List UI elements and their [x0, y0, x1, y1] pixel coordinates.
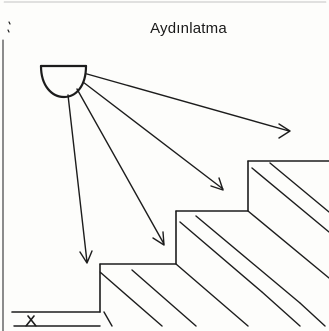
- staircase: [11, 160, 329, 327]
- diagram-title: Aydınlatma: [150, 20, 227, 37]
- light-ray-2: [76, 88, 165, 246]
- light-ray-1: [67, 94, 93, 264]
- lamp-icon: [39, 64, 88, 99]
- light-ray-4: [86, 73, 291, 139]
- scan-mark: [7, 21, 11, 33]
- light-ray-3: [82, 81, 224, 191]
